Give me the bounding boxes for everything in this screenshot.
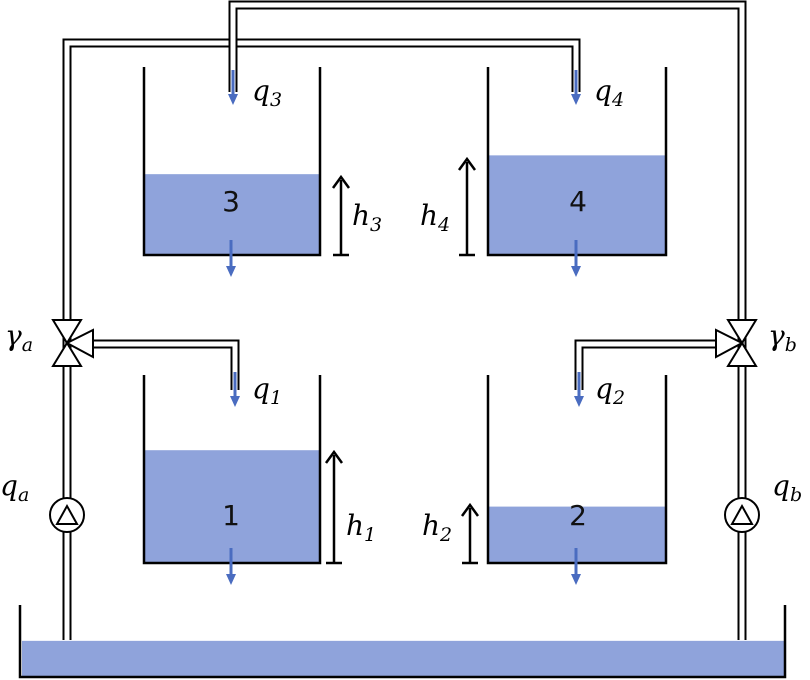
height-indicators — [324, 156, 480, 565]
height-arrow-h4 — [457, 156, 477, 257]
reservoir-walls — [18, 605, 787, 679]
flow-arrow-q3 — [228, 70, 238, 105]
height-arrow-h2 — [460, 502, 480, 565]
tank-4-water — [488, 155, 666, 255]
label-q2: q2 — [595, 372, 625, 409]
pump-icon — [49, 497, 85, 533]
label-gamma-b: γb — [768, 319, 797, 356]
height-arrow-h1 — [324, 449, 344, 565]
valve-b-top — [726, 319, 758, 345]
label-q3: q3 — [252, 74, 282, 111]
valve-a-top — [51, 319, 83, 345]
flow-arrow-q1 — [230, 372, 240, 407]
pipe-valve-a-tank1 — [80, 339, 240, 390]
label-h4: h4 — [420, 199, 450, 236]
label-q1: q1 — [252, 372, 282, 409]
tanks-layer — [142, 67, 668, 565]
tank-1-number: 1 — [222, 499, 240, 532]
tank-2-number: 2 — [569, 499, 587, 532]
valve-a-bottom — [51, 341, 83, 367]
label-qb: qb — [772, 469, 802, 506]
tank-1 — [142, 375, 322, 565]
label-h2: h2 — [422, 509, 452, 546]
three-way-valve-icon — [715, 319, 758, 367]
tank-4-number: 4 — [569, 185, 587, 218]
outflow-arrow-tank3 — [226, 240, 236, 277]
flow-arrow-q2 — [574, 372, 584, 407]
label-h3: h3 — [352, 199, 382, 236]
tank-1-water — [144, 450, 320, 563]
label-gamma-a: γa — [5, 319, 33, 356]
outflow-arrow-tank4 — [571, 240, 581, 277]
label-qa: qa — [0, 469, 29, 506]
valve-a-side — [64, 328, 94, 359]
reservoir — [18, 605, 787, 679]
valve-b-side — [715, 328, 745, 359]
label-q4: q4 — [594, 74, 624, 111]
height-arrow-h3 — [331, 174, 351, 257]
label-h1: h1 — [346, 509, 376, 546]
outflow-arrow-tank2 — [571, 548, 581, 585]
outflow-arrow-tank1 — [226, 548, 236, 585]
tank-3-number: 3 — [222, 185, 240, 218]
flow-arrow-q4 — [571, 70, 581, 105]
tank-2 — [486, 375, 668, 565]
pump-icon — [724, 497, 760, 533]
flow-arrows — [226, 70, 584, 585]
valve-b-bottom — [726, 341, 758, 367]
three-way-valve-icon — [51, 319, 94, 367]
reservoir-water — [22, 640, 784, 676]
